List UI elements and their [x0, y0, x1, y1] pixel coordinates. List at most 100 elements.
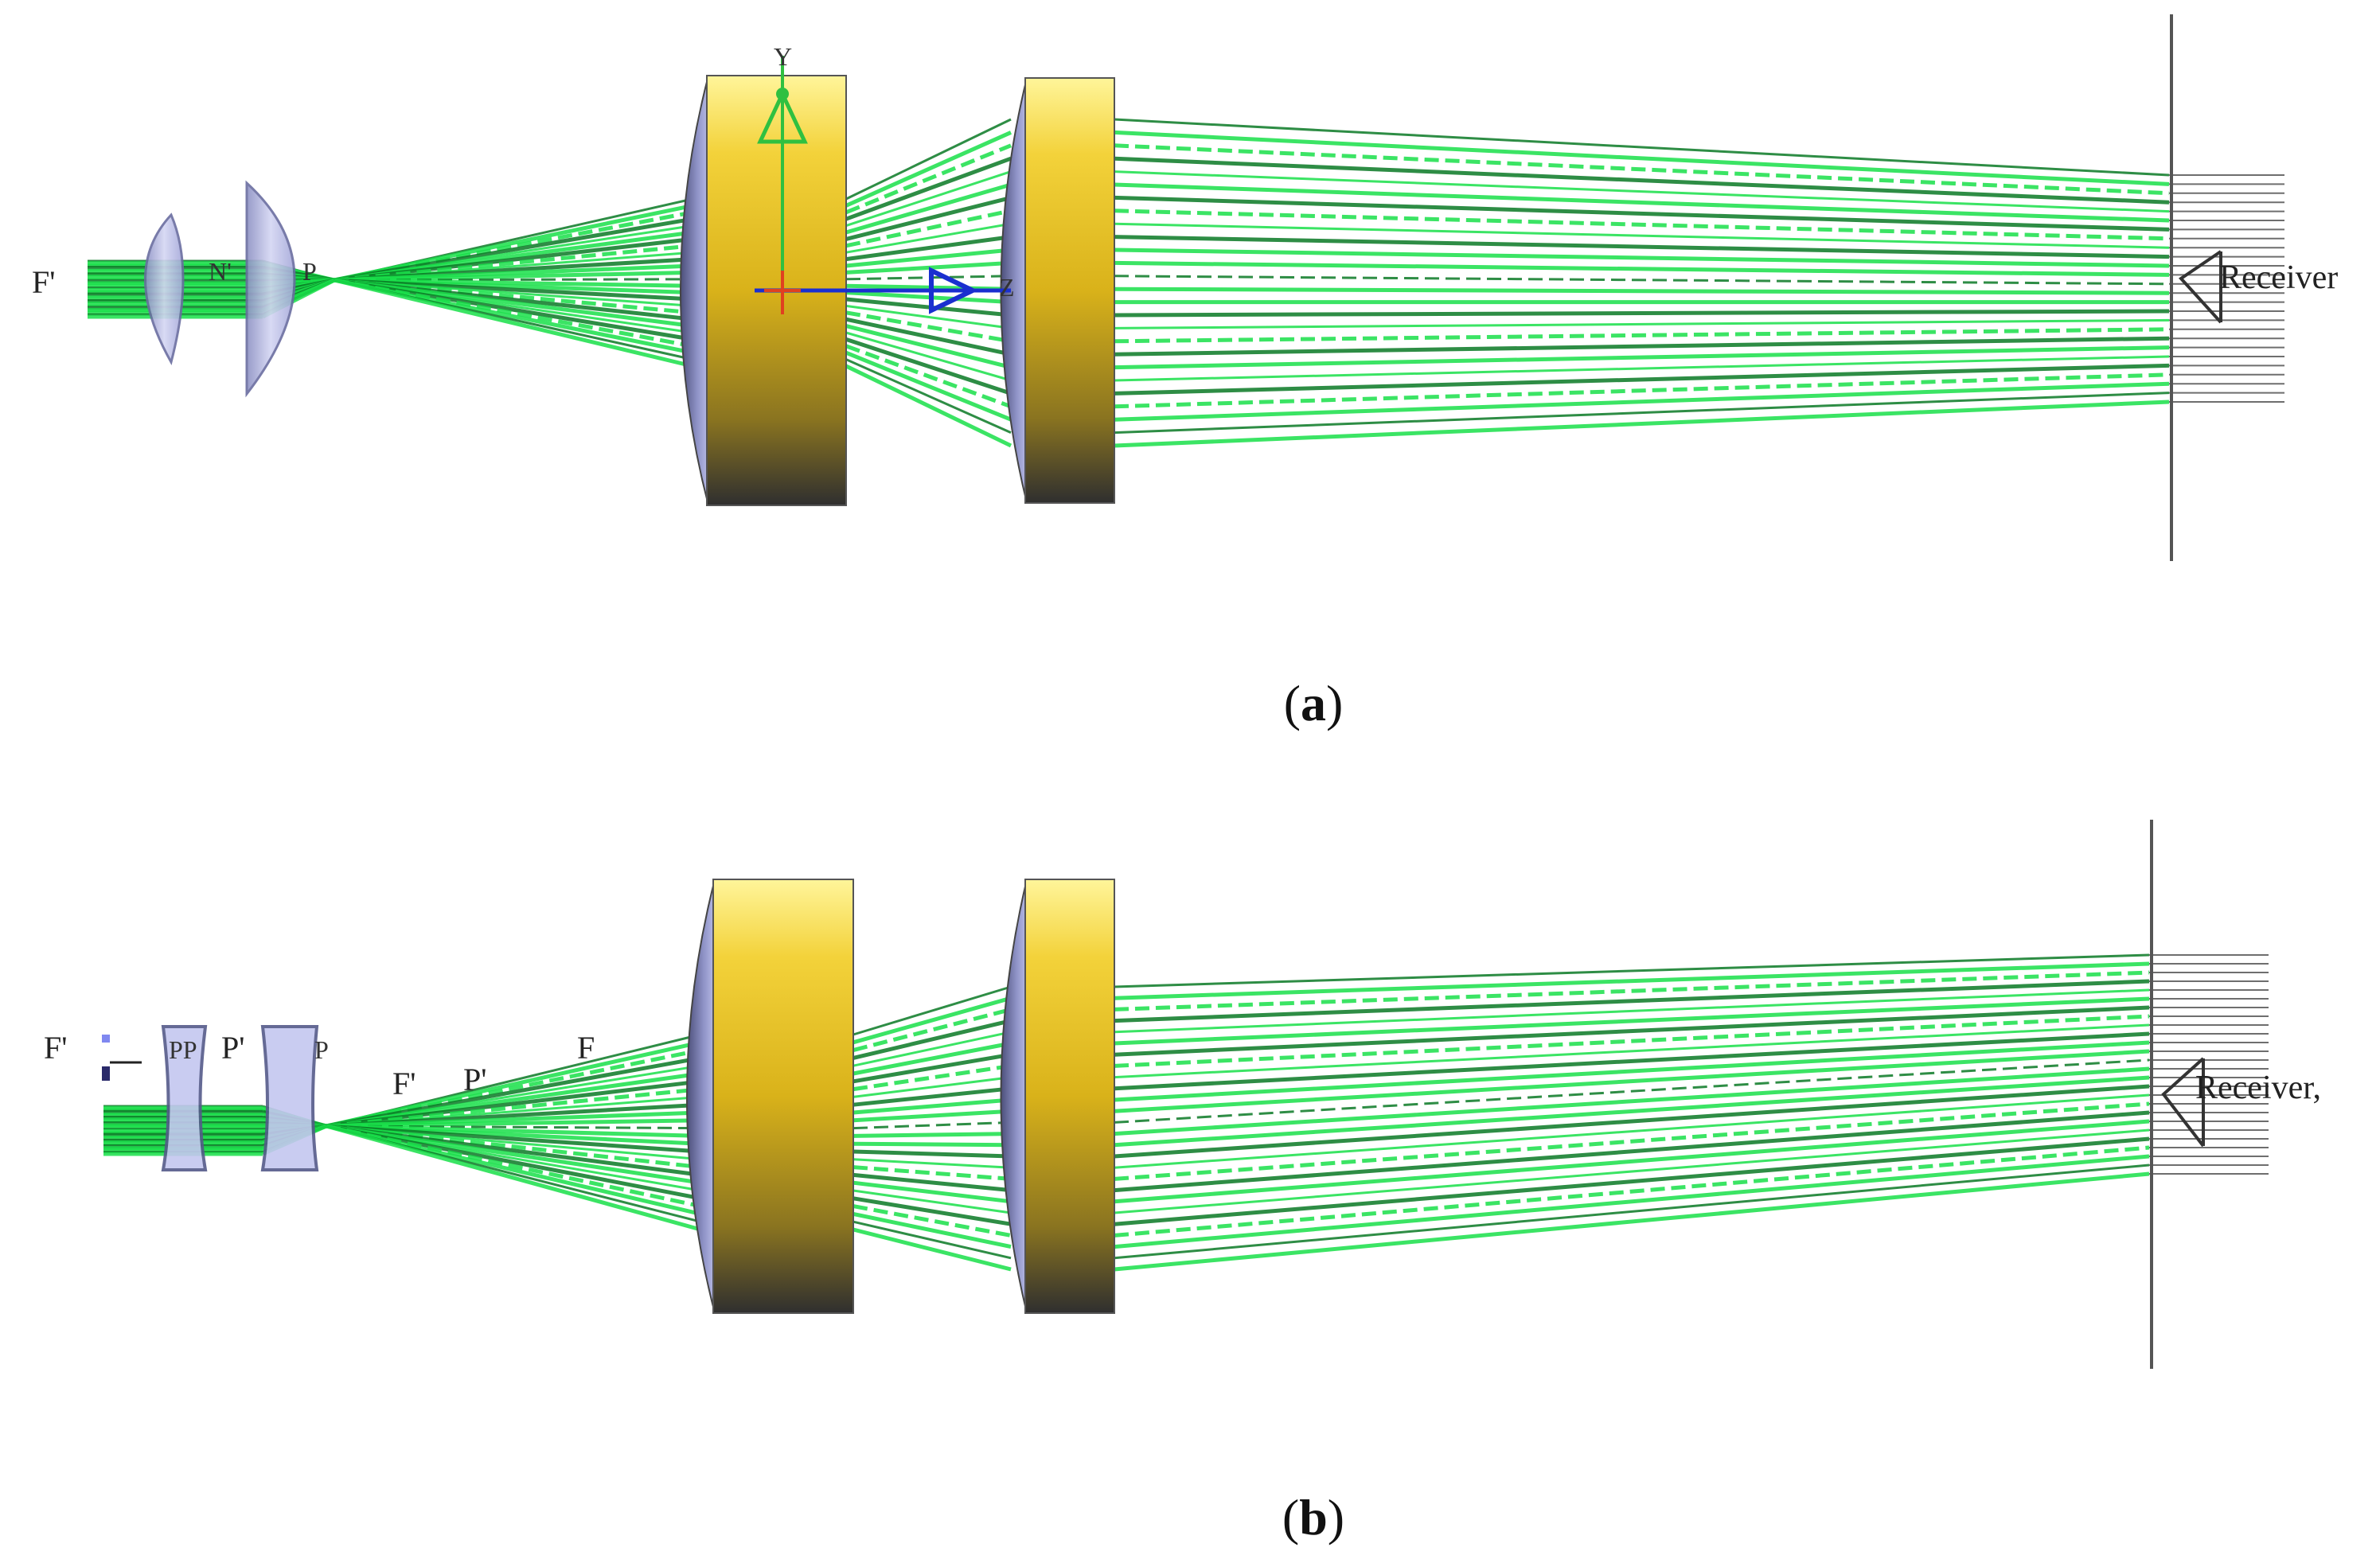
receiver-a: Receiver [2170, 14, 2338, 561]
ray [1114, 1093, 2150, 1169]
focus-label-a: F' [32, 264, 55, 300]
ray [334, 270, 693, 283]
ray [334, 203, 693, 283]
gold-lens-b-2 [1000, 879, 1115, 1314]
ray [845, 156, 1012, 221]
ray [853, 1132, 1012, 1138]
ray [845, 222, 1012, 254]
ray [853, 1149, 1012, 1159]
ray [326, 1124, 701, 1185]
ray [845, 209, 1012, 248]
ray [1114, 275, 2170, 286]
ray [853, 1121, 1012, 1130]
ray [1114, 381, 2170, 422]
ray [1114, 248, 2170, 268]
ray [1114, 156, 2170, 205]
ray [845, 182, 1012, 235]
ray [1114, 345, 2170, 370]
axes-gizmo-a: Y Z [755, 42, 1015, 314]
ray [334, 278, 693, 315]
n-mark-label-a: N' [209, 257, 232, 286]
ray [1114, 970, 2150, 1011]
ray [845, 304, 1012, 329]
ray [845, 260, 1012, 275]
ray [853, 1211, 1012, 1249]
ray [334, 210, 693, 283]
panel-b: Receiver, F' PP P' P F' P' F (b) [44, 820, 2321, 1545]
ray [1114, 309, 2170, 318]
ray [845, 331, 1012, 382]
ray [853, 1031, 1012, 1067]
ray [1114, 1119, 2150, 1204]
ray [1114, 979, 2150, 1023]
pp-mark-label-b: PP [169, 1035, 197, 1064]
ray [853, 1041, 1012, 1076]
ray [845, 235, 1012, 262]
ray [845, 324, 1012, 370]
ray [845, 297, 1012, 318]
ray [845, 337, 1012, 396]
ray [845, 358, 1012, 434]
ray [853, 1172, 1012, 1193]
ray [1114, 195, 2170, 232]
ray [334, 236, 693, 283]
ray [853, 996, 1012, 1045]
ray [334, 278, 693, 368]
ray [326, 1087, 701, 1128]
ray [845, 248, 1012, 268]
ray [1114, 130, 2170, 186]
receiver-label-a: Receiver [2219, 259, 2338, 296]
axis-z-label-a: Z [999, 273, 1015, 302]
ray [1114, 1110, 2150, 1193]
ray [1114, 222, 2170, 249]
panel-a: Y Z Receiver F' N' P (a) [32, 14, 2338, 731]
ray [1114, 1136, 2150, 1226]
small-lens-b-1 [161, 1025, 208, 1171]
ray [334, 278, 693, 341]
ray [1114, 1101, 2150, 1181]
ray [853, 1076, 1012, 1098]
gold-lens-b-1 [686, 879, 854, 1314]
ray [1114, 1154, 2150, 1249]
ray [1114, 235, 2170, 259]
ray [853, 1086, 1012, 1107]
ray [326, 1055, 701, 1128]
ray [334, 278, 693, 282]
ray [1114, 1058, 2150, 1124]
ray [845, 310, 1012, 344]
small-marker-b [102, 1035, 142, 1081]
ray [845, 170, 1012, 228]
ray [1114, 1075, 2150, 1148]
p-mark-label-a: P [302, 257, 317, 286]
ray [1114, 336, 2170, 357]
ray [1114, 363, 2170, 396]
ray [1114, 286, 2170, 295]
ray [853, 1019, 1012, 1060]
f-prime-label-b-1: F' [392, 1066, 416, 1101]
ray [1114, 355, 2170, 382]
focus-label-b: F' [44, 1030, 67, 1066]
ray [334, 278, 693, 349]
ray [1114, 260, 2170, 277]
ray-bundle-b [103, 953, 2269, 1272]
ray [1114, 961, 2150, 1000]
ray [1114, 170, 2170, 213]
ray [1114, 209, 2170, 241]
axis-y-label-a: Y [774, 42, 792, 71]
ray [326, 1124, 701, 1154]
ray [845, 290, 1012, 305]
ray [1114, 1005, 2150, 1057]
ray [853, 1158, 1012, 1169]
ray [853, 1097, 1012, 1115]
receiver-label-b: Receiver, [2195, 1070, 2321, 1106]
ray [853, 1141, 1012, 1148]
ray [1114, 318, 2170, 329]
ray [853, 1220, 1012, 1260]
ray [334, 279, 693, 307]
ray [1114, 327, 2170, 344]
ray [853, 1196, 1012, 1226]
ray [845, 344, 1012, 409]
ray [1114, 182, 2170, 223]
ray [1114, 372, 2170, 409]
ray [1114, 1031, 2150, 1091]
